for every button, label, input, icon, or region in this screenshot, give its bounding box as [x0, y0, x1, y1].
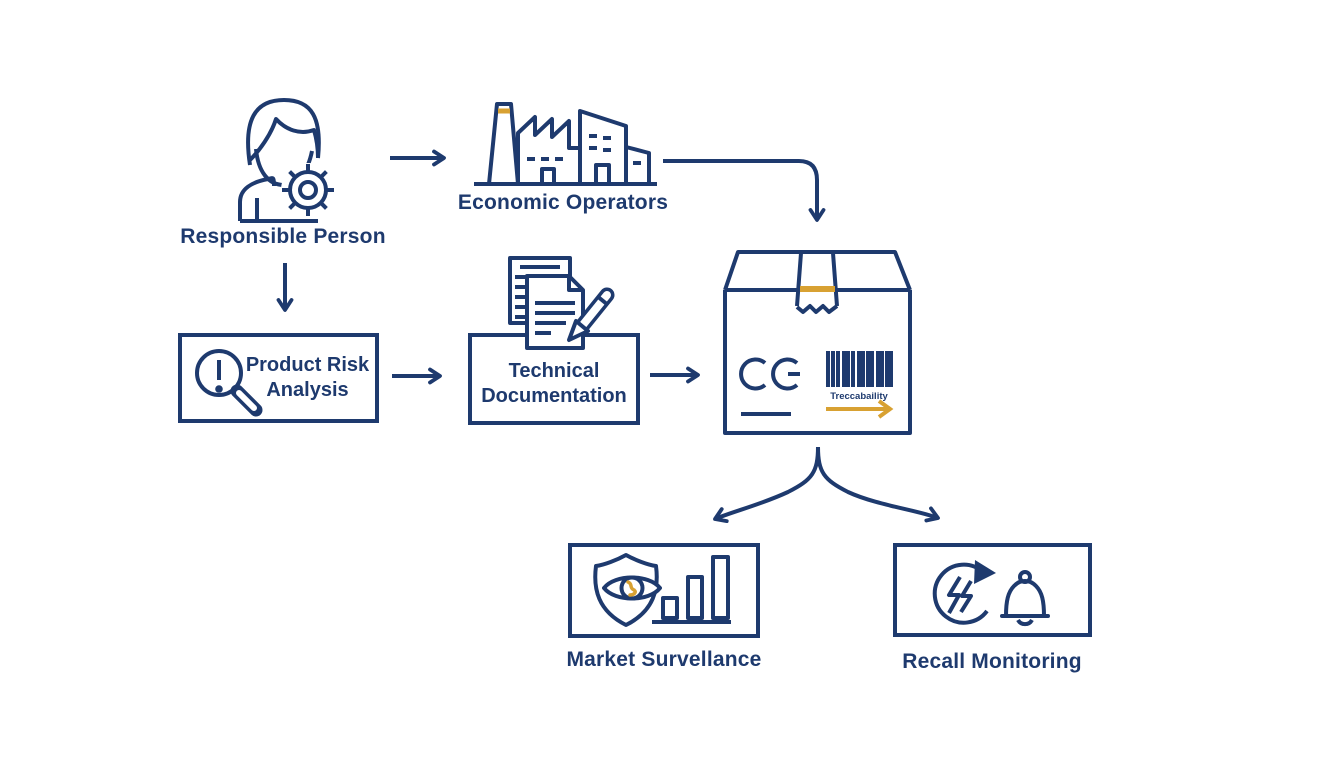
factory-tall-building [578, 109, 628, 184]
factory-low-door [540, 167, 556, 184]
person-face-path [254, 148, 314, 187]
factory-tall-windows [589, 134, 611, 152]
person-hair-fringe [248, 117, 320, 162]
product-risk-line2: Analysis [266, 379, 349, 401]
barcode-icon [826, 351, 893, 387]
front-document-fold [567, 276, 583, 292]
factory-chimney [487, 102, 520, 185]
pencil-body-outer [574, 287, 615, 334]
gear-teeth [282, 164, 334, 216]
factory-sawtooth-roof [516, 115, 580, 150]
person-head-outline [246, 98, 321, 166]
arrow-package-to-market [713, 446, 820, 524]
package-box-icon: CE Treccabaility [723, 250, 912, 435]
back-document [508, 256, 572, 325]
back-document-ruled-ticks [515, 275, 526, 319]
factory-right-building [624, 145, 651, 184]
product-risk-line1: Product Risk [245, 354, 370, 376]
technical-documentation-text: Technical Documentation [481, 359, 627, 409]
barcode-thin-bars [831, 351, 889, 387]
person-gear-icon [238, 98, 335, 223]
factory-icon [474, 102, 657, 186]
barcode-thick-bars [836, 351, 874, 387]
market-surveillance-label: Market Survellance [566, 648, 762, 671]
gear-icon [282, 164, 334, 216]
package-lid [723, 250, 912, 291]
ce-letter-e [771, 357, 800, 391]
ce-mark-icon: CE [739, 357, 800, 416]
barcode-medium-bars [826, 351, 893, 387]
recall-monitoring-label: Recall Monitoring [902, 650, 1082, 673]
factory-low-building [516, 147, 582, 184]
factory-tall-door [594, 163, 611, 184]
pencil-body-inner [578, 291, 611, 330]
traceability-gold-arrow [826, 399, 894, 419]
gear-outer-ring [288, 170, 328, 210]
technical-doc-line2: Documentation [481, 385, 627, 407]
package-tape-zigzag [795, 304, 839, 314]
product-risk-analysis-box: Product Risk Analysis [178, 333, 379, 423]
technical-doc-line1: Technical [508, 360, 600, 382]
traceability-label: Treccabaility [830, 391, 888, 402]
person-torso-path [238, 176, 324, 221]
ce-letter-c [739, 357, 767, 391]
technical-documentation-box: Technical Documentation [468, 333, 640, 425]
arrow-package-to-recall [816, 446, 940, 523]
pencil-cap-line [595, 294, 610, 307]
package-tape-sides [795, 252, 839, 307]
arrow-factory-to-package [663, 159, 826, 222]
market-surveillance-box [568, 543, 760, 638]
gear-hub [298, 180, 318, 200]
package-body [723, 290, 912, 435]
economic-operators-label: Economic Operators [457, 191, 669, 214]
recall-monitoring-box [893, 543, 1092, 637]
front-document-text-lines [535, 301, 575, 335]
product-risk-analysis-text: Product Risk Analysis [240, 353, 375, 403]
gear-halo [281, 163, 335, 217]
responsible-person-label: Responsible Person [180, 225, 386, 248]
